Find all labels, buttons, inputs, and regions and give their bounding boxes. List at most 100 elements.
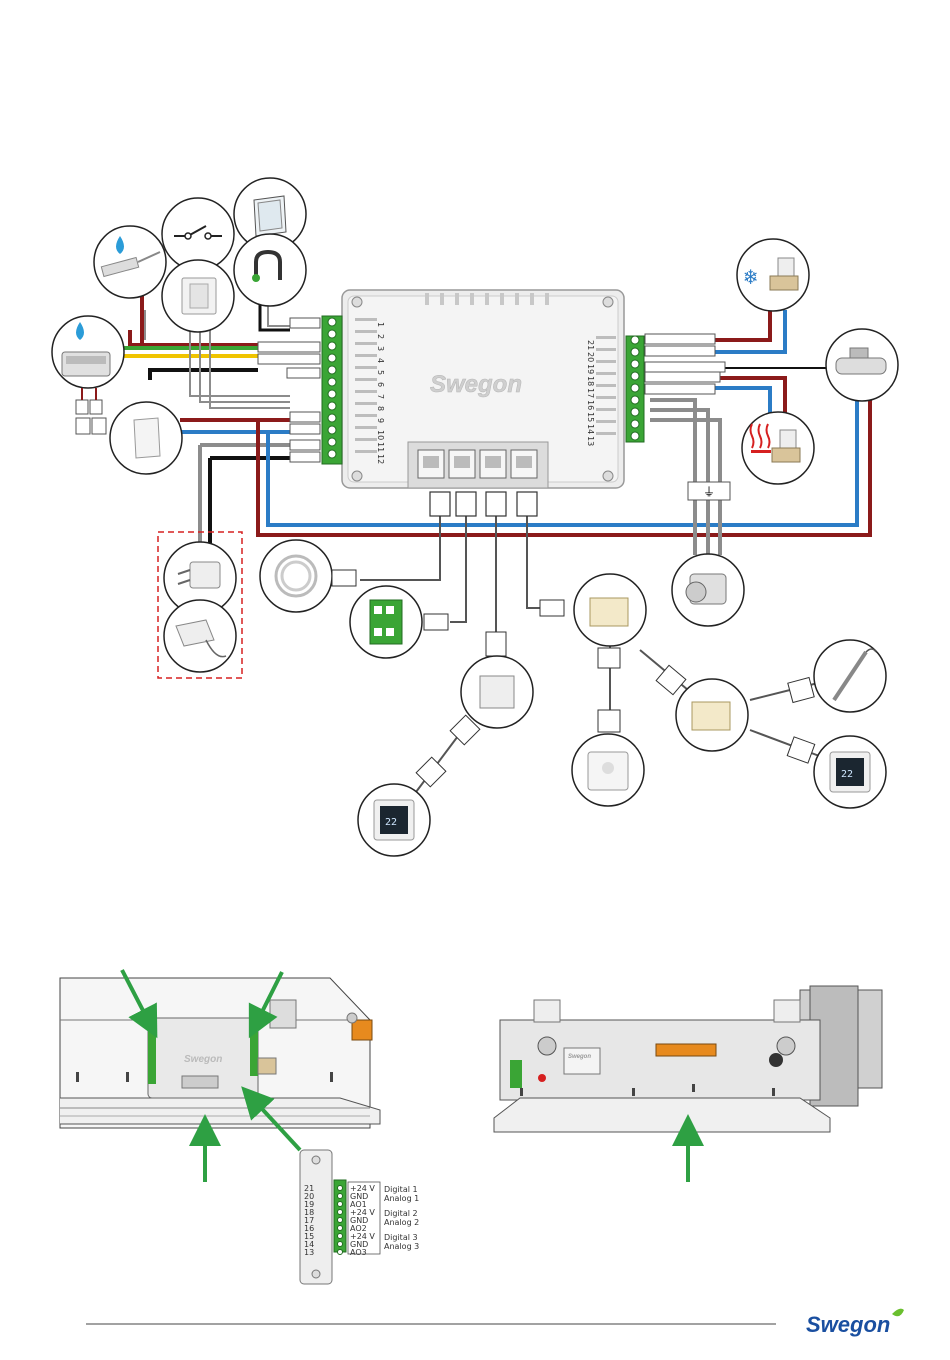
right-terminal-label: 13 bbox=[586, 436, 595, 446]
left-terminal-label: 11 bbox=[376, 442, 385, 452]
rj45-plugs bbox=[430, 492, 537, 516]
detail-screw bbox=[338, 1226, 343, 1231]
right-terminal-label: 19 bbox=[586, 364, 595, 374]
footer: Swegon bbox=[86, 1309, 904, 1337]
left-terminal-block bbox=[322, 316, 342, 464]
damper-actuator-icon bbox=[672, 554, 744, 626]
thermostat-reading: 22 bbox=[841, 769, 853, 780]
terminal-screw bbox=[328, 414, 336, 422]
thermostat-display-icon: 22 bbox=[814, 736, 886, 808]
detail-screw bbox=[338, 1202, 343, 1207]
cable-reel-icon bbox=[260, 540, 332, 612]
left-terminal-label: 6 bbox=[376, 382, 385, 387]
terminal-screw bbox=[328, 438, 336, 446]
terminal-screw bbox=[328, 390, 336, 398]
detail-analog-label: Analog 1 bbox=[384, 1194, 419, 1203]
svg-text:⏚: ⏚ bbox=[703, 485, 715, 499]
right-terminal-label: 21 bbox=[586, 340, 595, 350]
unit-install-view-left: Swegon bbox=[60, 978, 380, 1128]
left-terminal-label: 4 bbox=[376, 358, 385, 363]
detail-digital-label: Digital 3 bbox=[384, 1233, 418, 1242]
wall-switch-icon bbox=[162, 260, 234, 332]
terminal-screw bbox=[328, 366, 336, 374]
splitter-icon bbox=[540, 574, 646, 646]
detail-screw bbox=[338, 1242, 343, 1247]
left-terminal-label: 3 bbox=[376, 346, 385, 351]
terminal-screw bbox=[631, 384, 639, 392]
duct-sensor-icon bbox=[826, 329, 898, 401]
unit-install-view-right: Swegon bbox=[494, 986, 882, 1132]
left-terminal-label: 5 bbox=[376, 370, 385, 375]
humidity-sensor-icon bbox=[94, 226, 166, 298]
dew-point-sensor-icon bbox=[234, 234, 306, 306]
rj45-port-inner bbox=[516, 456, 532, 468]
rj45-plug-io bbox=[424, 614, 448, 630]
temperature-probe-icon bbox=[814, 640, 886, 712]
room-sensor-icon bbox=[110, 402, 182, 474]
detail-analog-label: Analog 2 bbox=[384, 1218, 419, 1227]
terminal-screw bbox=[631, 336, 639, 344]
detail-screw bbox=[338, 1250, 343, 1255]
earth-terminal: ⏚ bbox=[688, 482, 730, 500]
right-terminal-label: 18 bbox=[586, 376, 595, 386]
terminal-screw bbox=[328, 450, 336, 458]
terminal-screw bbox=[631, 360, 639, 368]
detail-screw bbox=[338, 1234, 343, 1239]
thermostat-reading-2: 22 bbox=[385, 817, 397, 828]
left-terminal-label: 9 bbox=[376, 418, 385, 423]
detail-screw bbox=[338, 1186, 343, 1191]
terminal-screw bbox=[631, 372, 639, 380]
right-terminal-block bbox=[626, 336, 644, 442]
right-terminal-label: 15 bbox=[586, 412, 595, 422]
splitter-icon-2 bbox=[676, 679, 748, 751]
terminal-screw bbox=[631, 408, 639, 416]
left-terminal-label: 7 bbox=[376, 394, 385, 399]
detail-screw bbox=[338, 1210, 343, 1215]
terminal-screw bbox=[631, 348, 639, 356]
heating-valve-icon bbox=[742, 412, 814, 484]
left-terminal-label: 1 bbox=[376, 322, 385, 327]
detail-digital-label: Digital 2 bbox=[384, 1209, 418, 1218]
terminal-screw bbox=[328, 342, 336, 350]
svg-text:❄: ❄ bbox=[744, 265, 757, 290]
right-terminal-label: 16 bbox=[586, 400, 595, 410]
switch-contact-icon bbox=[162, 198, 234, 270]
transformer-icon bbox=[164, 600, 236, 672]
wire-ferrules-right bbox=[645, 334, 725, 394]
rj45-port-inner bbox=[423, 456, 439, 468]
right-terminal-label: 14 bbox=[586, 424, 595, 434]
left-terminal-label: 10 bbox=[376, 430, 385, 440]
rj45-plug-reel bbox=[332, 570, 356, 586]
junction-box-icon bbox=[461, 632, 533, 728]
terminal-screw bbox=[631, 420, 639, 428]
detail-digital-label: Digital 1 bbox=[384, 1185, 418, 1194]
detail-terminal-number: 13 bbox=[304, 1248, 314, 1257]
rj45-port-inner bbox=[485, 456, 501, 468]
vent-slots bbox=[425, 293, 549, 305]
terminal-screw bbox=[328, 426, 336, 434]
detail-analog-label: Analog 3 bbox=[384, 1242, 419, 1251]
cooling-valve-icon: ❄ bbox=[737, 239, 809, 311]
rj45-port-inner bbox=[454, 456, 470, 468]
condensation-sensor-icon bbox=[52, 316, 124, 434]
mini-logo-2: Swegon bbox=[568, 1054, 591, 1060]
left-terminal-label: 2 bbox=[376, 334, 385, 339]
terminal-screw bbox=[328, 318, 336, 326]
left-terminal-label: 12 bbox=[376, 454, 385, 464]
right-terminal-label: 17 bbox=[586, 388, 595, 398]
io-module-icon bbox=[350, 586, 422, 658]
terminal-screw bbox=[328, 402, 336, 410]
left-terminal-label: 8 bbox=[376, 406, 385, 411]
rj45-plug-splitter-a bbox=[598, 648, 686, 732]
right-terminal-labels: 212019181716151413 bbox=[586, 340, 595, 446]
controller-logo: Swegon bbox=[430, 371, 522, 398]
room-unit-icon bbox=[572, 734, 644, 806]
terminal-screw bbox=[328, 378, 336, 386]
power-supply-group bbox=[158, 532, 242, 678]
terminal-screw bbox=[631, 432, 639, 440]
footer-logo: Swegon bbox=[806, 1312, 890, 1337]
terminal-screw bbox=[328, 354, 336, 362]
